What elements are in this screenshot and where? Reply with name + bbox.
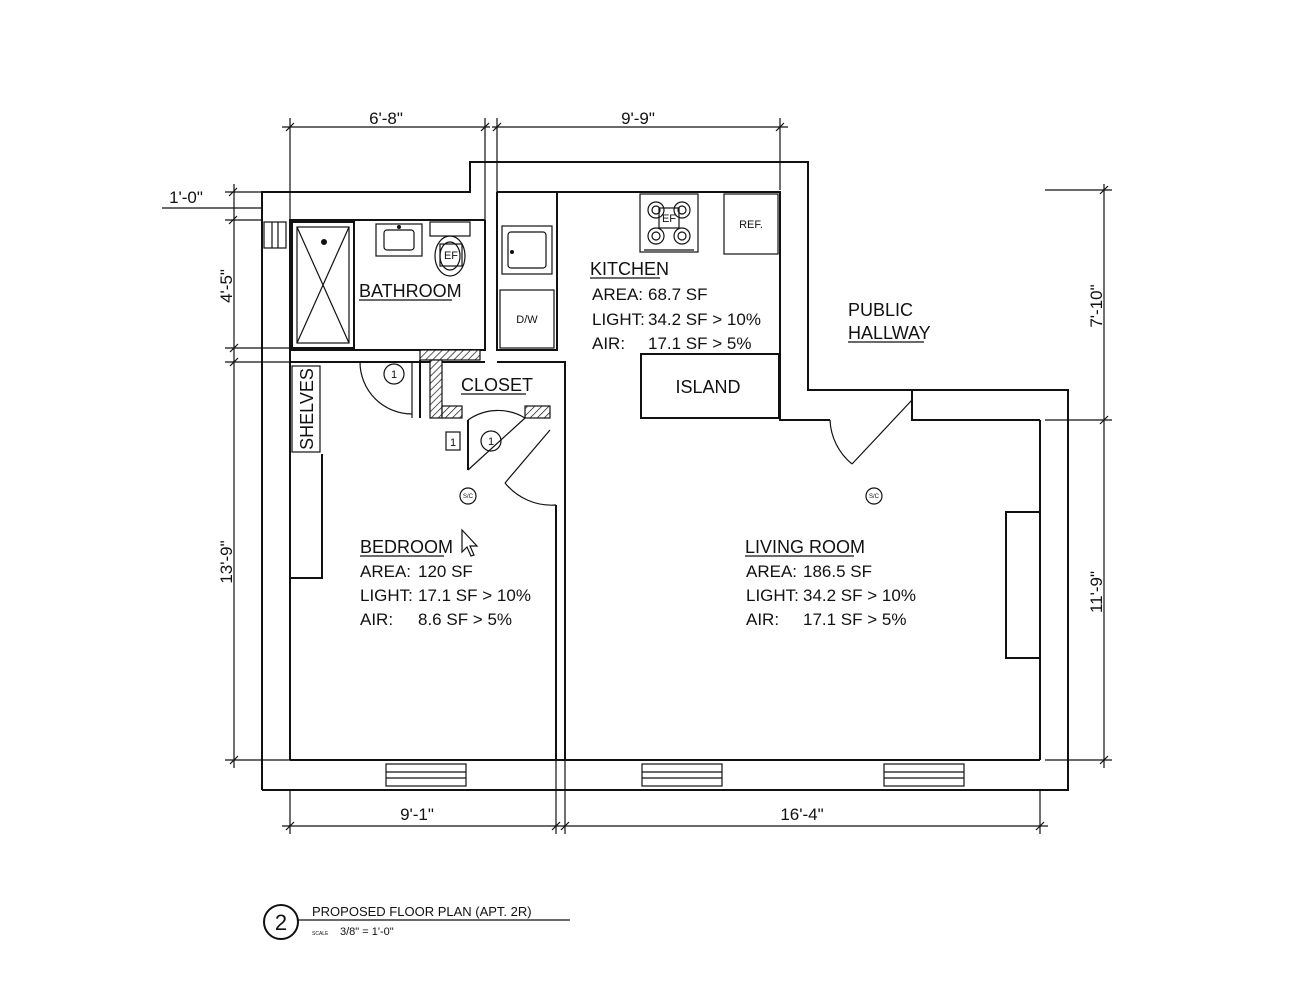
window-bedroom: [385, 763, 467, 787]
svg-text:HALLWAY: HALLWAY: [848, 323, 931, 343]
svg-text:AREA:: AREA:: [746, 562, 797, 581]
dim-left-upper: 4'-5": [217, 269, 236, 303]
mouse-cursor-icon: [461, 528, 479, 557]
stove-exhaust-fan-label: EF: [662, 213, 676, 225]
kitchen-sink: [501, 225, 553, 275]
bathroom-label: BATHROOM: [359, 281, 462, 301]
refrigerator: REF.: [723, 193, 779, 255]
dishwasher: D/W: [499, 289, 555, 349]
shower: [291, 221, 355, 349]
dim-right-upper: 7'-10": [1087, 284, 1106, 327]
bedroom-info: BEDROOM AREA: 120 SF LIGHT: 17.1 SF > 10…: [360, 537, 531, 629]
walls: [261, 161, 1069, 791]
svg-text:17.1 SF > 5%: 17.1 SF > 5%: [803, 610, 906, 629]
door-tag-bathroom: 1: [383, 363, 405, 385]
bathroom-sink: [375, 223, 423, 257]
public-hallway-label: PUBLIC HALLWAY: [848, 300, 931, 343]
svg-text:17.1 SF > 10%: 17.1 SF > 10%: [418, 586, 531, 605]
dim-top-left: 6'-8": [369, 109, 403, 128]
svg-text:1: 1: [488, 436, 494, 448]
drawing-title: PROPOSED FLOOR PLAN (APT. 2R): [312, 904, 532, 919]
window-bathroom: [263, 221, 287, 249]
window-living-2: [883, 763, 965, 787]
dim-bottom-right: 16'-4": [780, 805, 823, 824]
stove: EF: [639, 193, 699, 253]
smoke-detector-bedroom: S/C: [459, 487, 477, 505]
refrigerator-label: REF.: [739, 219, 763, 231]
windows: [263, 221, 965, 787]
dim-bottom-left: 9'-1": [400, 805, 434, 824]
dim-right-lower: 11'-9": [1087, 571, 1106, 613]
door-tag-closet: 1: [480, 430, 502, 452]
title-block: 2 PROPOSED FLOOR PLAN (APT. 2R) SCALE 3/…: [263, 904, 570, 940]
svg-text:S/C: S/C: [869, 494, 880, 500]
shelves: SHELVES: [291, 365, 321, 453]
dishwasher-label: D/W: [516, 314, 538, 326]
exhaust-fan: EF: [439, 243, 463, 267]
svg-text:AREA:: AREA:: [360, 562, 411, 581]
smoke-detector-living: S/C: [865, 487, 883, 505]
svg-text:LIGHT:: LIGHT:: [592, 310, 645, 329]
svg-text:34.2 SF > 10%: 34.2 SF > 10%: [803, 586, 916, 605]
svg-text:186.5 SF: 186.5 SF: [803, 562, 872, 581]
svg-text:AREA:: AREA:: [592, 285, 643, 304]
svg-text:1: 1: [450, 437, 456, 449]
window-living-1: [641, 763, 723, 787]
svg-text:LIGHT:: LIGHT:: [746, 586, 799, 605]
shelves-label: SHELVES: [297, 368, 317, 450]
living-room-info: LIVING ROOM AREA: 186.5 SF LIGHT: 34.2 S…: [745, 537, 916, 629]
drawing-number: 2: [275, 910, 287, 935]
svg-text:LIGHT:: LIGHT:: [360, 586, 413, 605]
dimension-lines: [162, 118, 1112, 834]
svg-text:S/C: S/C: [463, 494, 474, 500]
svg-text:1: 1: [391, 369, 397, 381]
closet-rod-tag: 1: [445, 431, 461, 451]
toilet: [429, 221, 471, 277]
svg-text:AIR:: AIR:: [592, 334, 625, 353]
svg-text:68.7 SF: 68.7 SF: [648, 285, 708, 304]
dimension-labels: 6'-8" 9'-9" 1'-0" 4'-5" 13'-9" 7'-10" 11…: [169, 109, 1106, 824]
svg-text:PUBLIC: PUBLIC: [848, 300, 913, 320]
svg-text:8.6 SF > 5%: 8.6 SF > 5%: [418, 610, 512, 629]
dim-top-right: 9'-9": [621, 109, 655, 128]
scale-label: SCALE: [312, 931, 329, 937]
svg-text:34.2 SF > 10%: 34.2 SF > 10%: [648, 310, 761, 329]
dim-left-lower: 13'-9": [217, 540, 236, 583]
fixtures: EF D/W EF REF.: [291, 193, 883, 505]
svg-text:17.1 SF > 5%: 17.1 SF > 5%: [648, 334, 751, 353]
svg-text:AIR:: AIR:: [746, 610, 779, 629]
kitchen-label: KITCHEN: [590, 259, 669, 279]
island-label: ISLAND: [675, 377, 740, 397]
closet-label: CLOSET: [461, 375, 533, 395]
exhaust-fan-label: EF: [444, 250, 458, 262]
living-room-label: LIVING ROOM: [745, 537, 865, 557]
room-labels: BATHROOM CLOSET KITCHEN AREA: 68.7 SF LI…: [359, 259, 931, 629]
kitchen-island: ISLAND: [640, 353, 780, 419]
svg-text:AIR:: AIR:: [360, 610, 393, 629]
svg-text:120 SF: 120 SF: [418, 562, 473, 581]
bedroom-label: BEDROOM: [360, 537, 453, 557]
kitchen-info: KITCHEN AREA: 68.7 SF LIGHT: 34.2 SF > 1…: [590, 259, 761, 353]
dim-wall-offset: 1'-0": [169, 188, 203, 207]
doors: [359, 361, 913, 506]
drawing-scale: 3/8" = 1'-0": [340, 926, 394, 938]
